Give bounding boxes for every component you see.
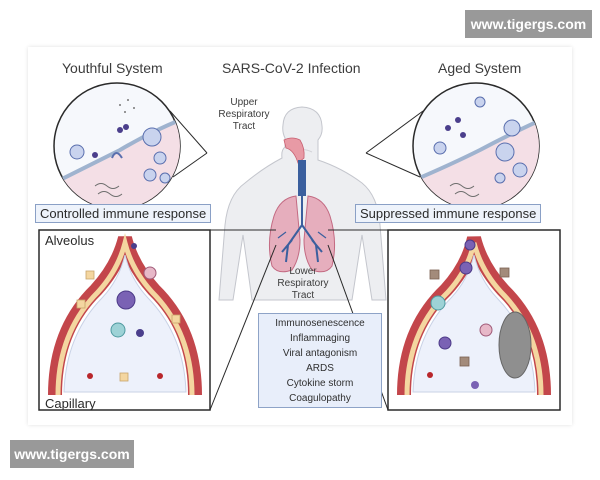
right-zoom-circle: [365, 82, 540, 210]
factor-item: Immunosenescence: [275, 317, 365, 329]
left-alveolus-panel: [38, 229, 211, 411]
factors-box: Immunosenescence Inflammaging Viral anta…: [258, 313, 382, 408]
header-youthful: Youthful System: [62, 60, 163, 76]
watermark-bottom: www.tigergs.com: [10, 440, 134, 468]
capillary-label: Capillary: [45, 396, 96, 411]
upper-airway: [283, 137, 306, 196]
factor-item: ARDS: [306, 362, 334, 374]
lower-tract-label: Lower Respiratory Tract: [277, 266, 329, 301]
lungs: [268, 195, 336, 273]
header-infection: SARS-CoV-2 Infection: [222, 60, 361, 76]
left-zoom-circle: [53, 82, 208, 210]
alveolus-label: Alveolus: [45, 233, 95, 248]
suppressed-response-label: Suppressed immune response: [355, 204, 542, 223]
factor-item: Viral antagonism: [282, 347, 358, 359]
factor-item: Inflammaging: [289, 332, 351, 344]
factor-item: Cytokine storm: [286, 377, 354, 389]
watermark-top: www.tigergs.com: [465, 10, 592, 38]
upper-tract-label: Upper Respiratory Tract: [218, 97, 270, 132]
header-aged: Aged System: [438, 60, 522, 76]
factor-item: Coagulopathy: [289, 392, 351, 404]
right-alveolus-panel: [387, 229, 561, 411]
controlled-response-label: Controlled immune response: [35, 204, 212, 223]
